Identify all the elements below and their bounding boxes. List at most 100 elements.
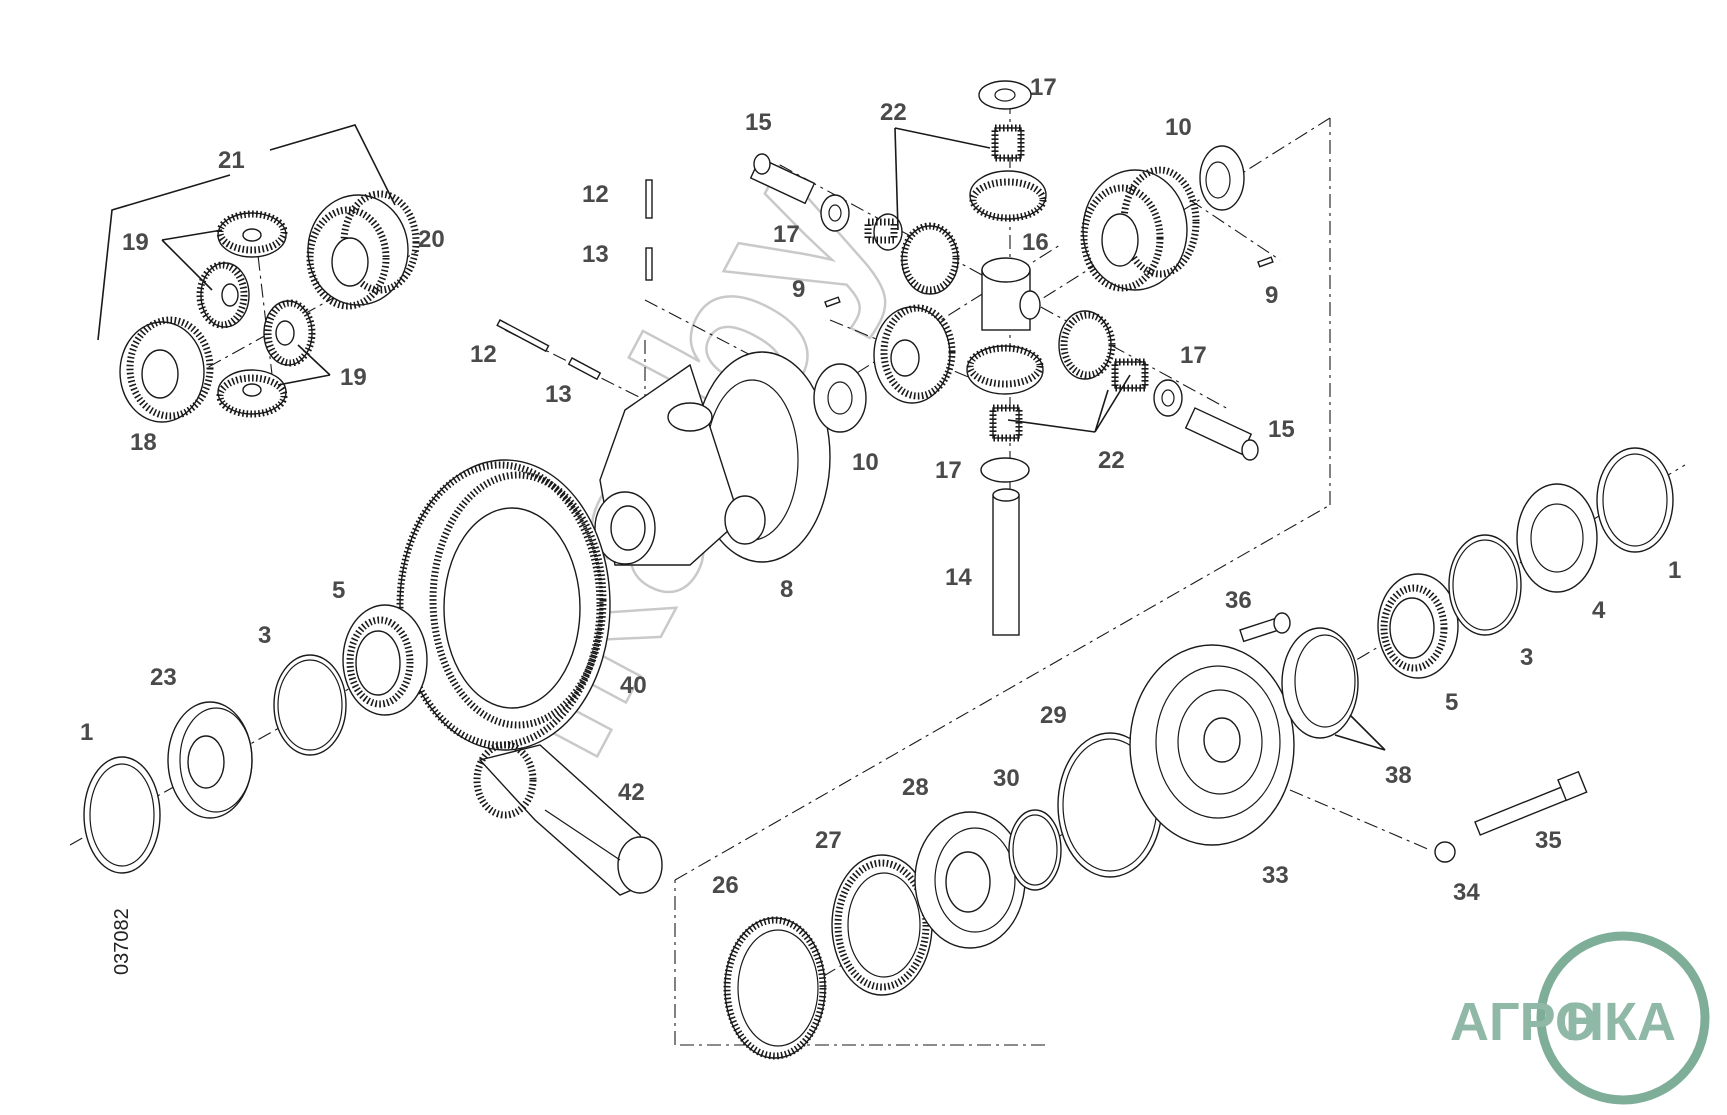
differential-case-8 [594,351,831,566]
bolt-36 [1239,612,1291,643]
callout-label: 10 [852,449,879,476]
right-bearing-stack [1239,447,1674,863]
needle-bearing-22-a [864,213,903,251]
cross-16 [981,257,1041,331]
callout-label: 5 [332,577,345,604]
spider-gear-top [969,170,1047,222]
drawing-code: 037082 [111,908,133,975]
callout-label: 28 [902,774,929,801]
housing-33 [1129,644,1295,846]
callout-label: 22 [880,99,907,126]
callout-labels: 1 1 3 3 4 5 5 8 9 9 10 10 12 12 13 13 14… [80,74,1681,906]
pins [496,179,653,381]
needle-bearing-22-top [991,124,1025,162]
spider-cluster [749,80,1274,636]
callout-label: 33 [1262,862,1289,889]
callout-label: 35 [1535,827,1562,854]
callout-label: 14 [945,564,972,591]
callout-label: 17 [1030,74,1057,101]
callout-label: 42 [618,779,645,806]
side-gear-10-bottom [873,304,956,404]
callout-label: 15 [745,109,772,136]
pin-15-top [749,153,816,205]
washer-17-top [978,80,1032,110]
callout-label: 17 [1180,342,1207,369]
callout-label: 40 [620,672,647,699]
callout-label: 5 [1445,689,1458,716]
callout-label: 3 [1520,644,1533,671]
thrust-washer-10-top [1199,145,1245,211]
washer-34 [1434,841,1456,863]
piston-28 [914,811,1026,949]
pinion-gear-19d [216,369,288,418]
washer-17-right [1153,379,1183,417]
side-gear-18 [119,316,214,423]
callout-label: 1 [80,719,93,746]
pinion-gear-19b [196,261,250,329]
pinion-gear-19a [216,210,288,258]
diff-gear-kit [97,124,420,423]
callout-label: 16 [1022,229,1049,256]
seal-38 [1281,627,1359,739]
circlip-1-right [1596,447,1674,553]
bearing-5-left [342,604,428,716]
crown-wheel-40 [396,459,611,751]
callout-label: 17 [935,457,962,484]
shim-3-right [1448,534,1522,636]
callout-label: 3 [258,622,271,649]
callout-label: 19 [340,364,367,391]
callout-label: 19 [122,229,149,256]
pinion-gear-19c [263,299,316,367]
callout-label: 15 [1268,416,1295,443]
washer-17-bottom [980,457,1030,483]
side-gear-10-top [1080,166,1200,292]
callout-label: 27 [815,827,842,854]
callout-label: 12 [582,181,609,208]
bearing-5-right [1377,573,1459,679]
shim-3-left [273,654,347,756]
callout-label: 38 [1385,762,1412,789]
callout-label: 20 [418,226,445,253]
pin-15-right [1184,407,1259,461]
needle-bearing-22-bottom [989,404,1023,442]
bolt-35 [1474,770,1588,836]
agronka-logo: АГРО НКА [1450,931,1710,1105]
svg-text:037082: 037082 [111,908,133,975]
steel-disc-26 [723,916,827,1060]
pinion-shaft-42 [473,741,663,896]
spider-gear-right [1058,310,1116,380]
callout-label: 34 [1453,879,1480,906]
side-gear-20 [306,190,420,310]
callout-label: 17 [773,221,800,248]
shaft-14 [992,488,1020,636]
callout-label: 36 [1225,587,1252,614]
callout-label: 13 [582,241,609,268]
callout-label: 21 [218,147,245,174]
circlip-1-left [83,756,161,874]
callout-label: 30 [993,765,1020,792]
callout-label: 23 [150,664,177,691]
left-bearing-stack [83,604,428,874]
callout-label: 13 [545,381,572,408]
callout-label: 9 [1265,282,1278,309]
callout-label: 10 [1165,114,1192,141]
washer-4 [1516,483,1598,593]
friction-disc-27 [831,854,933,996]
washer-17-a [820,194,850,232]
logo-text-left: АГРО [1450,992,1597,1052]
callout-label: 18 [130,429,157,456]
logo-text-right: НКА [1565,992,1676,1052]
cover-23 [167,701,253,819]
callout-label: 4 [1592,597,1606,624]
callout-label: 29 [1040,702,1067,729]
callout-label: 1 [1668,557,1681,584]
callout-label: 26 [712,872,739,899]
callout-label: 8 [780,576,793,603]
thrust-washer-10-bottom [813,363,867,433]
o-ring-30 [1008,809,1062,891]
clutch-stack [723,644,1295,1060]
callout-label: 22 [1098,447,1125,474]
callout-label: 12 [470,341,497,368]
callout-label: 9 [792,276,805,303]
